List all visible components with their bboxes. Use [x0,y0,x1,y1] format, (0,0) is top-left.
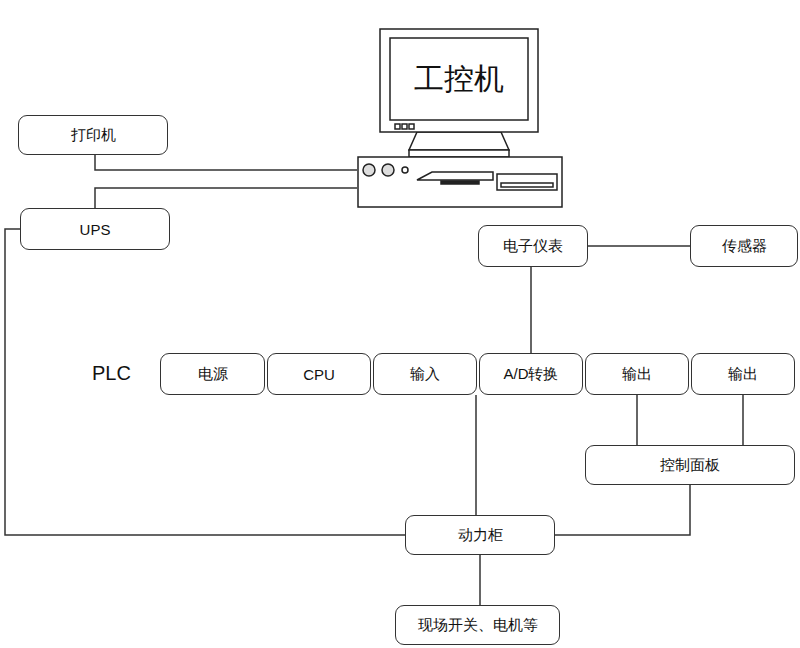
connector-line [475,395,477,515]
computer-monitor: 工控机 [357,28,563,208]
process-box: 输出 [691,353,795,395]
connector-line [588,245,690,247]
node-text: 现场开关、电机等 [418,616,538,635]
connector-line [5,229,405,535]
connector-line [95,155,357,170]
process-box: 传感器 [690,225,798,267]
connector-line [530,267,532,353]
process-box: 电源 [160,353,265,395]
node-text: A/D转换 [503,365,558,384]
process-box: 控制面板 [585,445,795,485]
group-label: PLC [92,362,131,385]
node-text: 输出 [622,365,652,384]
node-text: UPS [80,221,111,238]
node-text: 控制面板 [660,456,720,475]
process-box: 动力柜 [405,515,555,555]
node-text: 输出 [728,365,758,384]
node-text: 动力柜 [458,526,503,545]
process-box: 输出 [585,353,689,395]
process-box: 输入 [373,353,477,395]
node-text: 工控机 [414,59,504,100]
screen-area: 工控机 [390,38,528,120]
process-box: UPS [20,208,170,250]
process-box: 打印机 [18,115,168,155]
computer-illustration [357,28,563,208]
connector-line [636,395,638,445]
process-box: 现场开关、电机等 [395,605,560,645]
node-text: 打印机 [71,126,116,145]
node-text: 电源 [198,365,228,384]
node-text: CPU [303,366,335,383]
connector-line [95,188,357,208]
connector-line [555,485,690,535]
process-box: 电子仪表 [478,225,588,267]
connector-line [479,555,481,605]
connector-line [742,395,744,445]
node-text: 电子仪表 [503,237,563,256]
process-box: CPU [267,353,371,395]
node-text: 传感器 [722,237,767,256]
node-text: 输入 [410,365,440,384]
process-box: A/D转换 [479,353,583,395]
